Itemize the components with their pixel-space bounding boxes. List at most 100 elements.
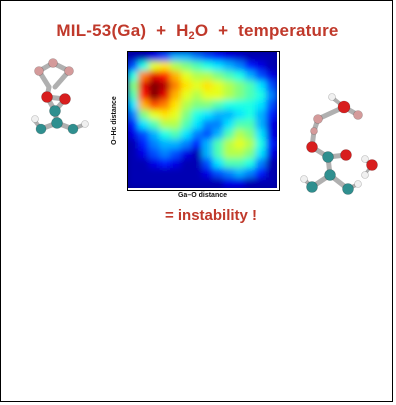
heatmap-cell bbox=[159, 119, 172, 131]
heatmap-cell bbox=[265, 119, 277, 131]
heatmap-cell bbox=[128, 129, 140, 140]
heatmap-cell bbox=[233, 70, 246, 82]
heatmap-cells bbox=[128, 52, 277, 188]
heatmap-cell bbox=[159, 109, 172, 121]
heatmap-cell bbox=[191, 80, 203, 92]
heatmap-cell bbox=[244, 52, 257, 63]
heatmap-cell bbox=[191, 177, 203, 188]
heatmap-cell bbox=[212, 80, 225, 92]
heatmap-cell bbox=[255, 100, 267, 111]
heatmap-cell bbox=[159, 52, 172, 63]
heatmap-cell bbox=[255, 52, 267, 63]
heatmap-cell bbox=[128, 177, 140, 188]
heatmap-cell bbox=[265, 52, 277, 63]
title-part-2: O + temperature bbox=[194, 21, 339, 40]
heatmap bbox=[128, 52, 277, 188]
heatmap-cell bbox=[159, 168, 172, 179]
heatmap-cell bbox=[223, 129, 235, 140]
heatmap-cell bbox=[159, 129, 172, 140]
heatmap-cell bbox=[233, 177, 246, 188]
heatmap-cell bbox=[255, 109, 267, 121]
heatmap-cell bbox=[212, 177, 225, 188]
heatmap-cell bbox=[159, 138, 172, 150]
heatmap-cell bbox=[202, 100, 214, 111]
atom-gallium bbox=[48, 58, 58, 68]
heatmap-cell bbox=[255, 129, 267, 140]
atom-hydrogen bbox=[354, 180, 362, 188]
heatmap-cell bbox=[202, 148, 214, 160]
heatmap-cell bbox=[128, 168, 140, 179]
heatmap-cell bbox=[233, 168, 246, 179]
heatmap-cell bbox=[212, 148, 225, 160]
heatmap-cell bbox=[128, 148, 140, 160]
heatmap-cell bbox=[191, 61, 203, 72]
heatmap-cell bbox=[202, 90, 214, 102]
heatmap-cell bbox=[138, 109, 150, 121]
heatmap-cell bbox=[180, 119, 193, 131]
heatmap-cell bbox=[255, 90, 267, 102]
atom-gallium bbox=[313, 114, 323, 124]
heatmap-cell bbox=[265, 177, 277, 188]
heatmap-cell bbox=[170, 70, 182, 82]
heatmap-cell bbox=[255, 158, 267, 170]
heatmap-cell bbox=[159, 158, 172, 170]
heatmap-cell bbox=[148, 119, 161, 131]
heatmap-cell bbox=[223, 52, 235, 63]
heatmap-cell bbox=[223, 70, 235, 82]
heatmap-cell bbox=[180, 177, 193, 188]
heatmap-cell bbox=[170, 158, 182, 170]
heatmap-cell bbox=[223, 90, 235, 102]
atom-oxygen bbox=[59, 93, 71, 105]
heatmap-cell bbox=[265, 148, 277, 160]
heatmap-cell bbox=[233, 158, 246, 170]
heatmap-cell bbox=[138, 90, 150, 102]
heatmap-cell bbox=[244, 80, 257, 92]
heatmap-cell bbox=[255, 168, 267, 179]
heatmap-cell bbox=[138, 52, 150, 63]
heatmap-cell bbox=[233, 61, 246, 72]
heatmap-cell bbox=[233, 148, 246, 160]
heatmap-cell bbox=[223, 80, 235, 92]
heatmap-cell bbox=[170, 138, 182, 150]
atom-oxygen bbox=[41, 91, 53, 103]
heatmap-cell bbox=[233, 119, 246, 131]
heatmap-cell bbox=[202, 109, 214, 121]
heatmap-cell bbox=[244, 100, 257, 111]
heatmap-cell bbox=[170, 61, 182, 72]
heatmap-cell bbox=[148, 90, 161, 102]
heatmap-cell bbox=[159, 80, 172, 92]
heatmap-cell bbox=[148, 52, 161, 63]
title-part-1: MIL-53(Ga) + H bbox=[56, 21, 189, 40]
heatmap-cell bbox=[233, 52, 246, 63]
title-subscript: 2 bbox=[188, 30, 195, 42]
heatmap-cell bbox=[265, 70, 277, 82]
heatmap-cell bbox=[244, 168, 257, 179]
heatmap-cell bbox=[128, 119, 140, 131]
heatmap-cell bbox=[159, 177, 172, 188]
heatmap-cell bbox=[191, 90, 203, 102]
atom-gallium bbox=[64, 66, 74, 76]
heatmap-cell bbox=[138, 119, 150, 131]
heatmap-cell bbox=[180, 52, 193, 63]
y-axis-label-text: O–Hc distance bbox=[110, 95, 118, 145]
atom-carbon bbox=[67, 123, 79, 135]
heatmap-cell bbox=[202, 119, 214, 131]
heatmap-cell bbox=[202, 138, 214, 150]
heatmap-cell bbox=[265, 80, 277, 92]
heatmap-cell bbox=[170, 80, 182, 92]
heatmap-cell bbox=[202, 61, 214, 72]
heatmap-cell bbox=[138, 138, 150, 150]
heatmap-cell bbox=[128, 109, 140, 121]
atom-oxygen bbox=[306, 141, 318, 153]
heatmap-cell bbox=[180, 129, 193, 140]
atom-oxygen bbox=[340, 149, 352, 161]
heatmap-cell bbox=[191, 52, 203, 63]
heatmap-cell bbox=[265, 90, 277, 102]
heatmap-cell bbox=[148, 80, 161, 92]
heatmap-cell bbox=[191, 148, 203, 160]
heatmap-cell bbox=[223, 119, 235, 131]
heatmap-cell bbox=[233, 90, 246, 102]
heatmap-cell bbox=[180, 138, 193, 150]
atom-hydrogen bbox=[300, 175, 308, 183]
heatmap-cell bbox=[223, 168, 235, 179]
